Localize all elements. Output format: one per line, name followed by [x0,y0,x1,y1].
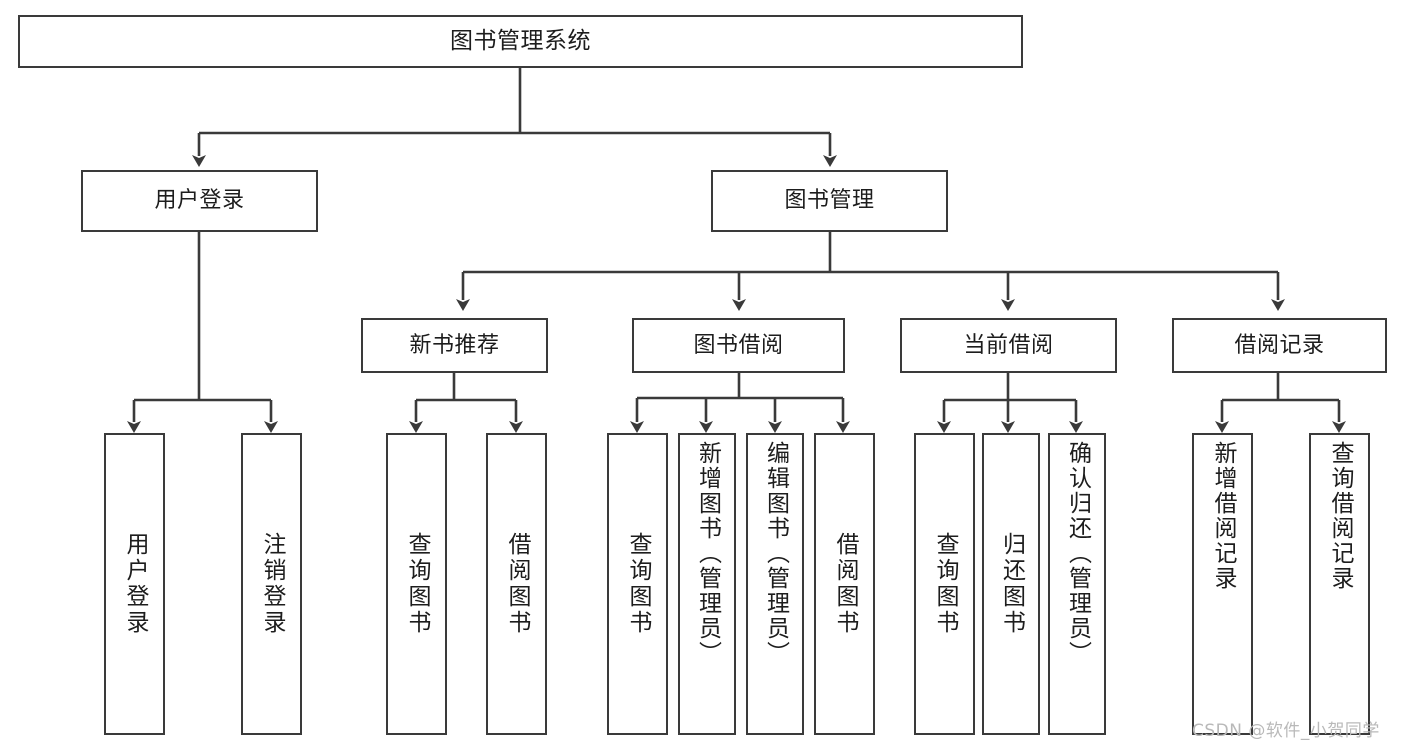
leaf-new-book-borrow-label: 借阅图书 [504,532,530,636]
node-user-login-label: 用户登录 [154,188,245,214]
leaf-user-login-login-label: 用户登录 [122,532,148,636]
node-borrow-record-label: 借阅记录 [1234,332,1325,358]
leaf-new-book-query[interactable]: 查询图书 [386,433,447,735]
leaf-current-borrow-return-label: 归还图书 [998,532,1025,636]
node-current-borrow-label: 当前借阅 [963,332,1054,358]
leaf-current-borrow-confirm[interactable]: 确认归还（管理员） [1048,433,1106,735]
leaf-user-login-login[interactable]: 用户登录 [104,433,165,735]
leaf-current-borrow-return[interactable]: 归还图书 [982,433,1040,735]
node-current-borrow[interactable]: 当前借阅 [900,318,1117,373]
leaf-book-borrow-add[interactable]: 新增图书（管理员） [678,433,736,735]
node-user-login[interactable]: 用户登录 [81,170,318,232]
leaf-new-book-query-label: 查询图书 [404,532,430,636]
leaf-borrow-record-add[interactable]: 新增借阅记录 [1192,433,1253,735]
leaf-book-borrow-edit[interactable]: 编辑图书（管理员） [746,433,804,735]
leaf-current-borrow-query[interactable]: 查询图书 [914,433,975,735]
leaf-book-borrow-edit-label: 编辑图书（管理员） [762,441,789,666]
leaf-borrow-record-query[interactable]: 查询借阅记录 [1309,433,1370,735]
leaf-current-borrow-query-label: 查询图书 [932,532,958,636]
csdn-watermark: CSDN @软件_小贺同学 [1192,721,1380,741]
leaf-book-borrow-borrow-label: 借阅图书 [832,532,858,636]
node-root-label: 图书管理系统 [450,27,591,54]
leaf-current-borrow-confirm-label: 确认归还（管理员） [1064,441,1091,666]
leaf-user-login-logout[interactable]: 注销登录 [241,433,302,735]
leaf-user-login-logout-label: 注销登录 [259,532,285,636]
node-book-borrow[interactable]: 图书借阅 [632,318,845,373]
leaf-book-borrow-add-label: 新增图书（管理员） [694,441,721,666]
leaf-book-borrow-borrow[interactable]: 借阅图书 [814,433,875,735]
leaf-new-book-borrow[interactable]: 借阅图书 [486,433,547,735]
leaf-book-borrow-query[interactable]: 查询图书 [607,433,668,735]
node-book-borrow-label: 图书借阅 [693,332,784,358]
node-book-management[interactable]: 图书管理 [711,170,948,232]
leaf-book-borrow-query-label: 查询图书 [625,532,651,636]
node-new-book-recommend[interactable]: 新书推荐 [361,318,548,373]
leaf-borrow-record-add-label: 新增借阅记录 [1210,441,1236,591]
node-new-book-recommend-label: 新书推荐 [409,332,500,358]
leaf-borrow-record-query-label: 查询借阅记录 [1327,441,1353,591]
node-book-management-label: 图书管理 [784,188,875,214]
node-borrow-record[interactable]: 借阅记录 [1172,318,1387,373]
node-root[interactable]: 图书管理系统 [18,15,1023,68]
